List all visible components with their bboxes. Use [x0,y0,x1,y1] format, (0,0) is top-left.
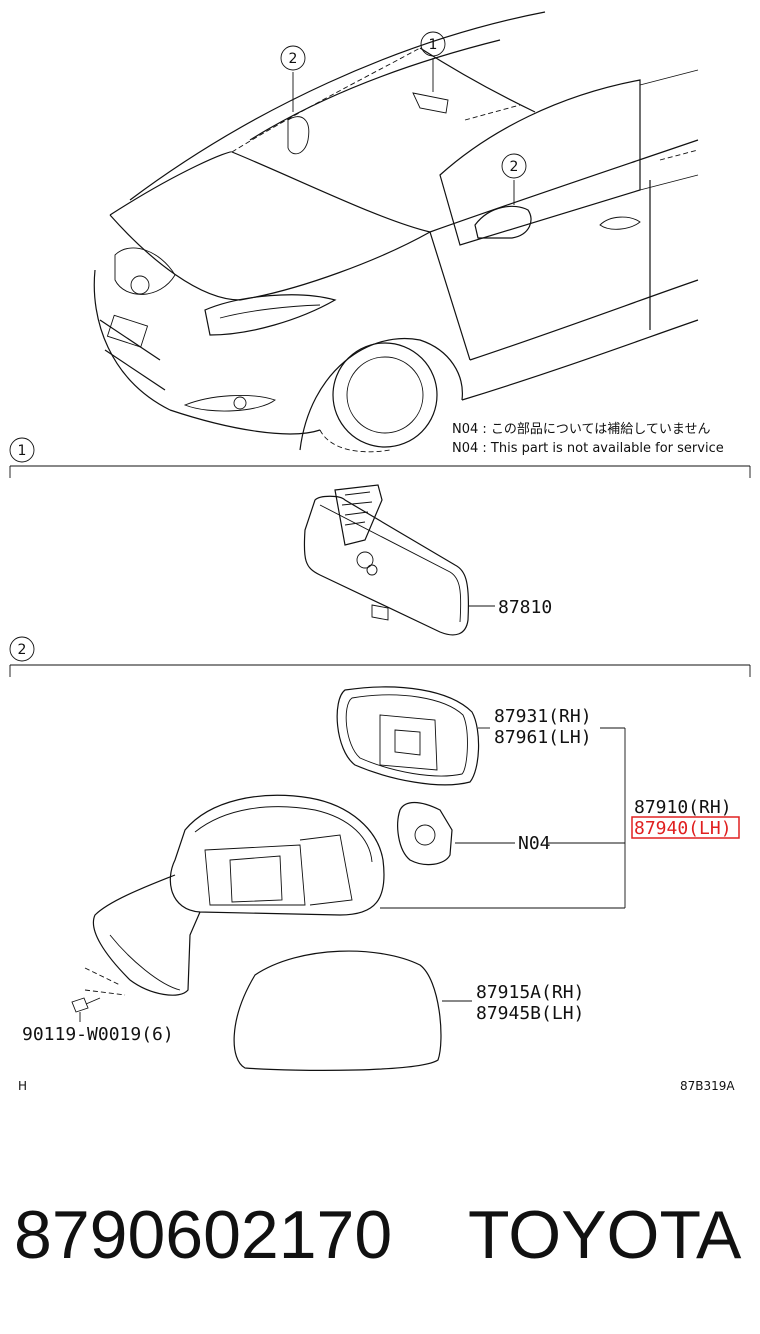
callout-1-car: 1 [420,31,446,57]
footer-part-number: 8790602170 [14,1197,393,1273]
part-label-87945b-lh: 87945B(LH) [476,1003,584,1024]
mirror-outer-glass [336,686,480,786]
part-label-90119: 90119-W0019(6) [22,1024,174,1045]
part-label-87915a-rh: 87915A(RH) [476,982,584,1003]
screw [71,997,101,1022]
inner-rear-view-mirror [303,484,495,636]
note-n04-japanese: N04 : この部品については補給していません [452,422,710,437]
mirror-cover [233,950,472,1071]
part-label-87940-lh: 87940(LH) [634,818,732,839]
highlight-box-87940 [631,816,740,839]
svg-text:1: 1 [429,37,438,53]
footer-brand: TOYOTA [468,1197,742,1273]
note-n04-english: N04 : This part is not available for ser… [452,441,724,456]
part-label-87931-rh: 87931(RH) [494,706,592,727]
section-1-header: 1 [9,437,751,478]
part-label-87810: 87810 [498,597,552,618]
svg-text:1: 1 [18,443,27,459]
svg-text:2: 2 [510,159,519,175]
callout-2-car-right: 2 [501,153,527,179]
assembly-bracket [380,727,626,909]
corner-code-left: H [18,1079,27,1093]
part-label-n04: N04 [518,833,551,854]
mirror-housing [84,794,385,996]
svg-text:2: 2 [289,51,298,67]
part-label-87910-rh: 87910(RH) [634,797,732,818]
callout-2-car-left: 2 [280,45,306,71]
part-label-87961-lh: 87961(LH) [494,727,592,748]
mirror-motor [397,801,515,866]
svg-text:2: 2 [18,642,27,658]
car-illustration [93,11,699,453]
section-2-header: 2 [9,636,751,677]
corner-code-right: 87B319A [680,1079,735,1093]
